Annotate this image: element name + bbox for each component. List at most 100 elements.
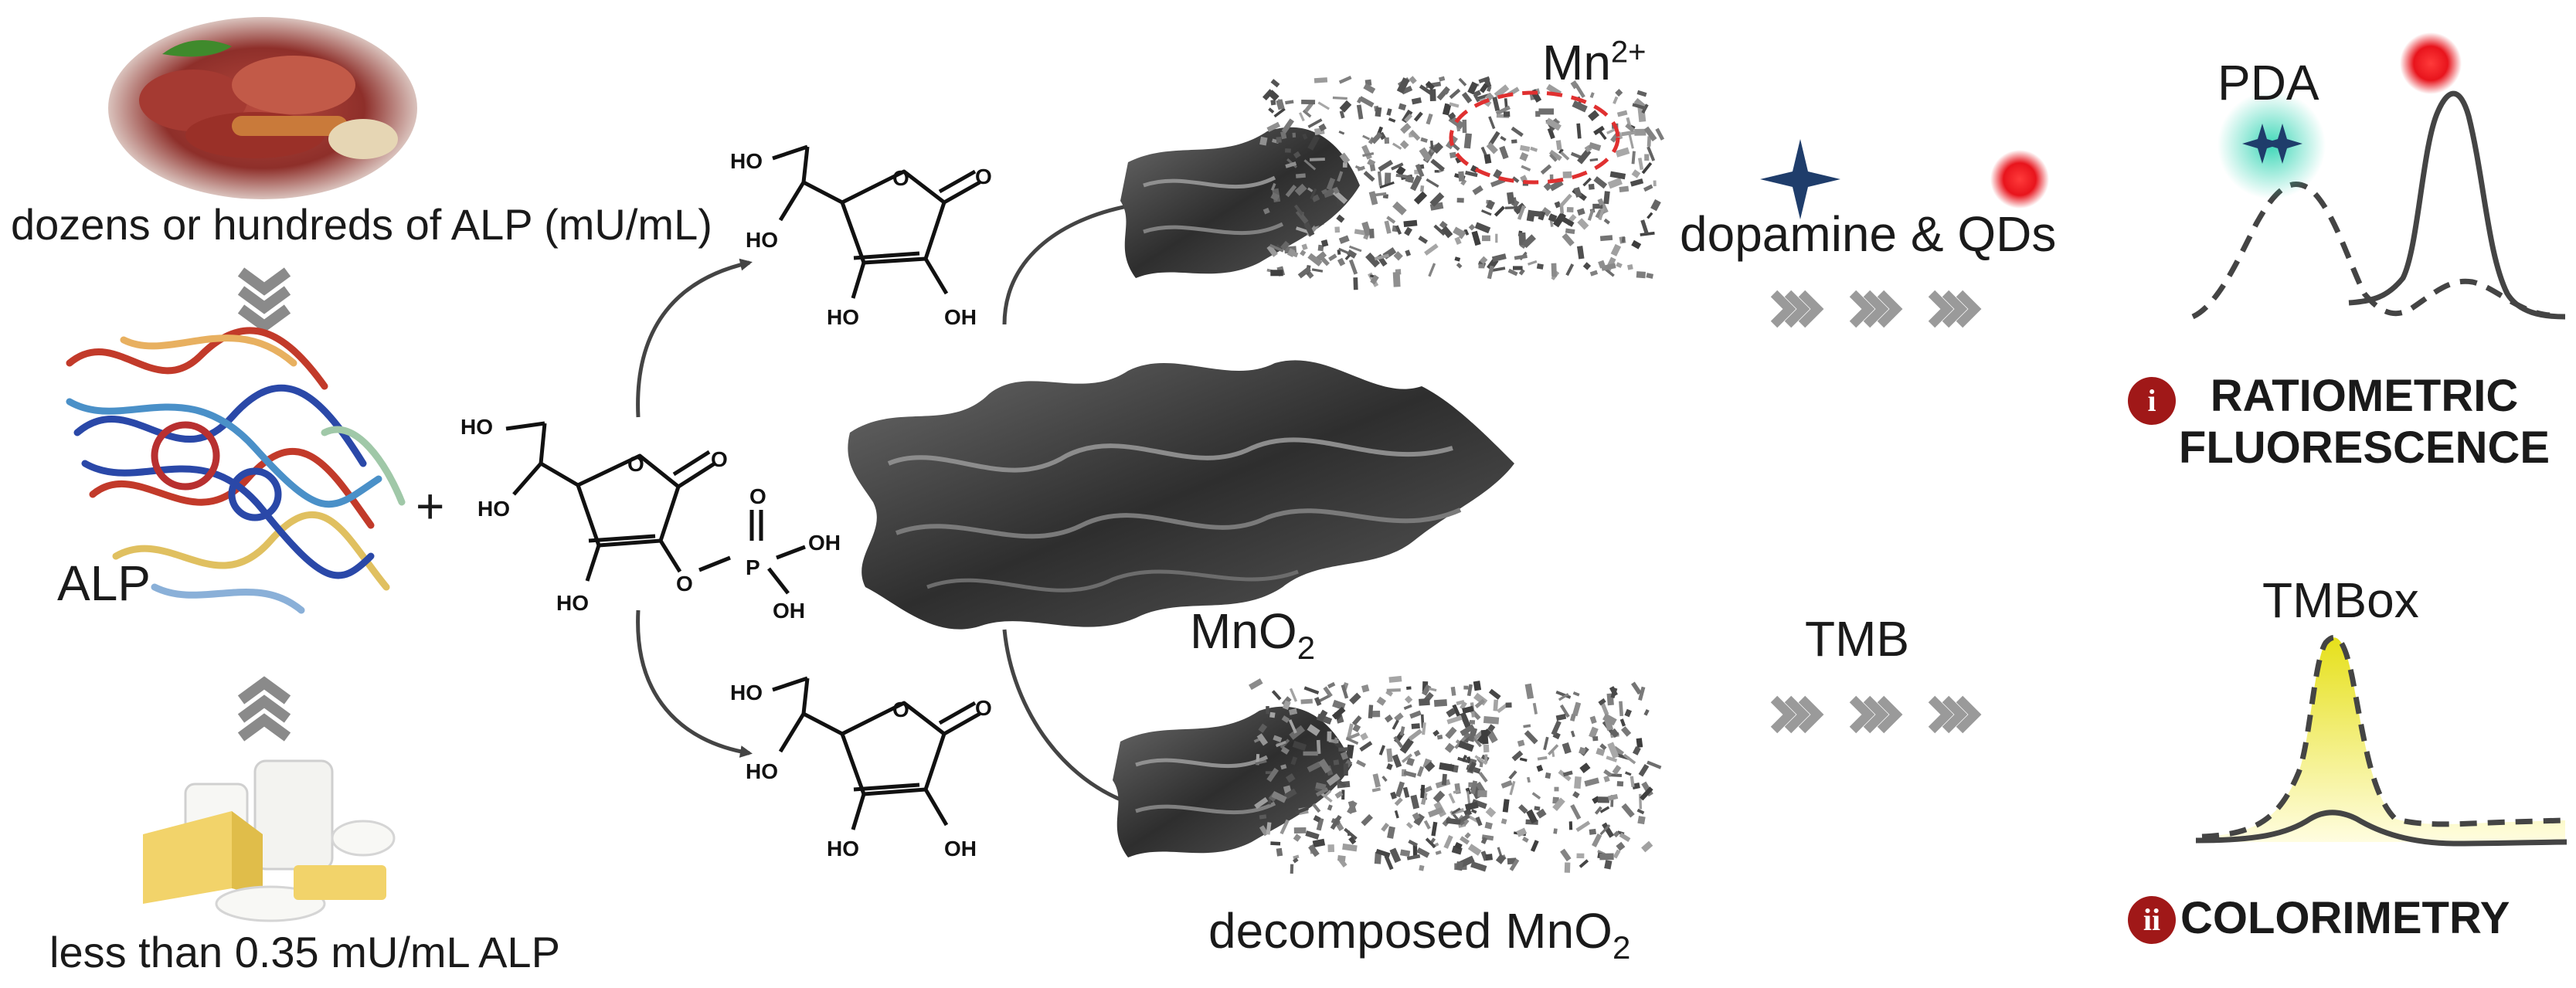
- sheet-fragment: [1290, 756, 1298, 766]
- sheet-fragment: [1625, 123, 1635, 132]
- sheet-fragment: [1308, 844, 1320, 857]
- sheet-fragment: [1305, 830, 1320, 840]
- sheet-fragment: [1275, 740, 1286, 748]
- sheet-fragment: [1399, 849, 1411, 857]
- sheet-fragment: [1338, 247, 1350, 255]
- sheet-fragment: [1536, 808, 1547, 819]
- sheet-fragment: [1493, 168, 1503, 179]
- sheet-fragment: [1487, 265, 1494, 280]
- sheet-fragment: [1471, 799, 1487, 810]
- sheet-fragment: [1370, 711, 1381, 718]
- sheet-fragment: [1526, 776, 1531, 783]
- sheet-fragment: [1579, 859, 1589, 868]
- sheet-fragment: [1641, 161, 1653, 175]
- protein-structure-icon: [66, 327, 406, 614]
- sheet-fragment: [1399, 140, 1409, 150]
- sheet-fragment: [1560, 151, 1570, 161]
- sheet-fragment: [1636, 271, 1646, 279]
- sheet-fragment: [1330, 814, 1342, 830]
- food-low-alp-label: less than 0.35 mU/mL ALP: [49, 928, 560, 976]
- sheet-fragment: [1630, 178, 1644, 187]
- sheet-fragment: [1419, 864, 1425, 871]
- sheet-fragment: [1356, 104, 1364, 120]
- sheet-fragment: [1425, 837, 1436, 849]
- sheet-fragment: [1342, 162, 1347, 168]
- sheet-fragment: [1449, 102, 1460, 108]
- sheet-fragment: [1270, 270, 1283, 277]
- sheet-fragment: [1413, 749, 1421, 757]
- sheet-fragment: [1460, 724, 1475, 736]
- sheet-fragment: [1479, 256, 1488, 265]
- sheet-fragment: [1337, 257, 1346, 267]
- sheet-fragment: [1413, 191, 1428, 205]
- sheet-fragment: [1384, 220, 1392, 234]
- sheet-fragment: [1444, 742, 1455, 753]
- sheet-fragment: [1317, 709, 1328, 722]
- sheet-fragment: [1384, 137, 1390, 144]
- sheet-fragment: [1565, 263, 1575, 277]
- sheet-fragment: [1511, 126, 1524, 138]
- sheet-fragment: [1337, 855, 1346, 862]
- sheet-fragment: [1394, 797, 1403, 806]
- sheet-fragment: [1338, 131, 1345, 135]
- atom-ho-bottom: HO: [556, 591, 589, 615]
- sheet-fragment: [1588, 183, 1595, 190]
- sheet-fragment: [1630, 681, 1642, 695]
- sheet-fragment: [1345, 737, 1359, 745]
- sheet-fragment: [1285, 148, 1291, 153]
- tmb-label: TMB: [1805, 611, 1910, 667]
- sheet-fragment: [1473, 681, 1482, 691]
- sheet-fragment: [1423, 820, 1431, 830]
- sheet-fragment: [1413, 111, 1423, 122]
- process-chevrons-bottom: [1770, 695, 1982, 734]
- atom-ho-t1: HO: [730, 149, 763, 173]
- sheet-fragment: [1485, 199, 1496, 210]
- sheet-fragment: [1467, 81, 1479, 95]
- sheet-fragment: [1460, 178, 1467, 186]
- sheet-fragment: [1597, 198, 1605, 206]
- sheet-fragment: [1266, 244, 1278, 257]
- sheet-fragment: [1282, 700, 1291, 711]
- sheet-fragment: [1458, 740, 1474, 752]
- sheet-fragment: [1293, 834, 1302, 842]
- sheet-fragment: [1285, 100, 1294, 105]
- sheet-fragment: [1377, 171, 1382, 186]
- sheet-fragment: [1446, 708, 1456, 718]
- sheet-fragment: [1269, 711, 1276, 718]
- sheet-fragment: [1295, 806, 1309, 815]
- sheet-fragment: [1326, 773, 1341, 786]
- mno2-label: MnO2: [1190, 603, 1315, 667]
- sheet-fragment: [1540, 164, 1552, 175]
- sheet-fragment: [1259, 136, 1268, 146]
- sheet-fragment: [1569, 714, 1576, 722]
- sheet-fragment: [1349, 692, 1361, 705]
- alp-label: ALP: [57, 555, 151, 611]
- sheet-fragment: [1401, 753, 1413, 763]
- sheet-fragment: [1422, 722, 1426, 735]
- sheet-fragment: [1258, 723, 1268, 733]
- sheet-fragment: [1495, 854, 1506, 864]
- sheet-fragment: [1326, 178, 1336, 191]
- sheet-fragment: [1462, 119, 1467, 134]
- sheet-fragment: [1454, 256, 1461, 262]
- sheet-fragment: [1619, 185, 1630, 193]
- sheet-fragment: [1434, 170, 1440, 173]
- sheet-fragment: [1378, 745, 1385, 755]
- sheet-fragment: [1406, 854, 1421, 861]
- sheet-fragment: [1405, 757, 1415, 766]
- sheet-fragment: [1403, 219, 1418, 228]
- sheet-fragment: [1494, 205, 1505, 217]
- decomposed-mno2-label-sub: 2: [1612, 929, 1631, 966]
- sheet-fragment: [1460, 836, 1470, 845]
- ascorbic-acid-phosphate-structure: [505, 421, 806, 595]
- sheet-fragment: [1603, 769, 1613, 777]
- reference-absorbance-curve: [2195, 810, 2568, 847]
- double-chevron-down-icon: [237, 267, 291, 333]
- sheet-fragment: [1572, 691, 1580, 697]
- sheet-fragment: [1394, 712, 1404, 722]
- sheet-fragment: [1549, 153, 1558, 162]
- atom-ho-b1: HO: [730, 681, 763, 705]
- sheet-fragment: [1408, 839, 1419, 847]
- sheet-fragment: [1602, 713, 1617, 726]
- sheet-fragment: [1631, 239, 1642, 250]
